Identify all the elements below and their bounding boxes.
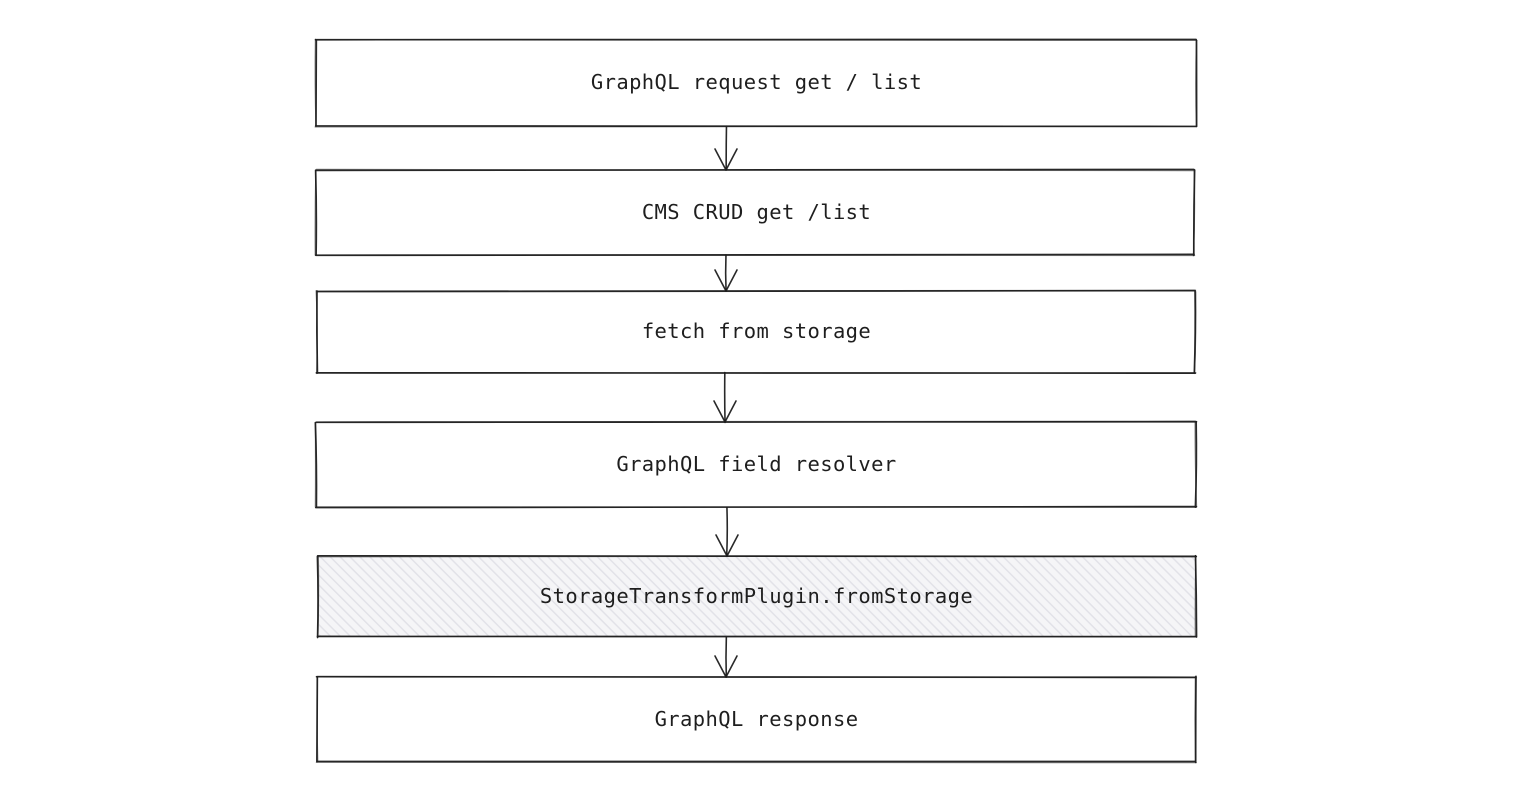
node-node-fetch-from-storage[interactable]: [315, 289, 1197, 375]
node-storage-transform-plugin[interactable]: [318, 556, 1196, 637]
arrow-edge-3[interactable]: [713, 371, 737, 424]
node-fetch-from-storage[interactable]: [317, 291, 1195, 373]
arrow-edge-5[interactable]: [714, 636, 738, 678]
node-graphql-response[interactable]: [317, 677, 1196, 762]
node-cms-crud[interactable]: [316, 170, 1194, 255]
node-graphql-request[interactable]: [316, 40, 1196, 126]
nodes-layer: [314, 38, 1198, 764]
arrow-edge-4[interactable]: [715, 506, 739, 557]
edges-layer: [713, 125, 739, 678]
arrow-edge-1[interactable]: [714, 125, 738, 171]
node-node-graphql-request[interactable]: [314, 38, 1198, 128]
node-graphql-field-resolver[interactable]: [316, 422, 1196, 507]
node-node-graphql-response[interactable]: [315, 675, 1198, 764]
node-node-storage-transform-plugin[interactable]: [316, 554, 1198, 639]
node-node-cms-crud[interactable]: [314, 168, 1196, 257]
node-hatch-fill: [319, 557, 1195, 636]
node-node-graphql-field-resolver[interactable]: [314, 420, 1198, 509]
arrow-edge-2[interactable]: [714, 254, 738, 292]
